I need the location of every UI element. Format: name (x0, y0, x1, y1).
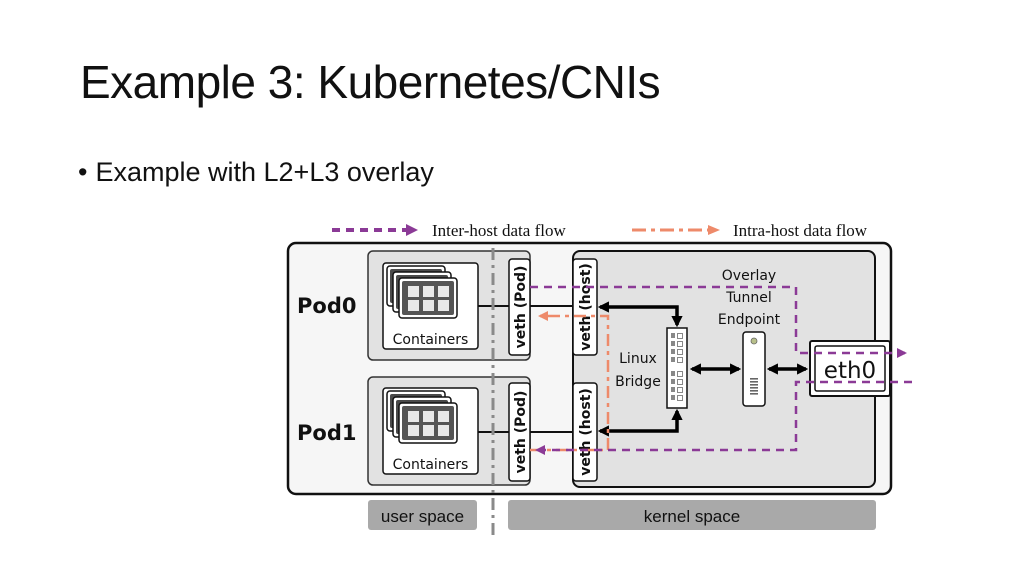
user-space-bar (368, 500, 477, 530)
pod1-veth-host-label: veth (host) (578, 388, 594, 476)
pod0-veth-pod-label: veth (Pod) (513, 266, 529, 349)
pod0-containers-label: Containers (393, 332, 469, 348)
intra-host-flow-path (530, 311, 610, 452)
kernel-space-bar (508, 500, 876, 530)
inter-host-flow-outbound (530, 285, 907, 358)
bridge-pod0-link-arrow (597, 301, 683, 328)
linux-bridge-icon (666, 327, 688, 409)
pod1-veth-pod-label: veth (Pod) (513, 391, 529, 474)
eth0-inner-box (814, 345, 886, 392)
kernel-space-label: kernel space (644, 507, 740, 526)
eth0-label: eth0 (824, 358, 876, 384)
pod0-label: Pod0 (297, 294, 356, 318)
pod1-containers-icon (386, 390, 458, 444)
pod1-label: Pod1 (297, 421, 356, 445)
legend: Inter-host data flow Intra-host data flo… (332, 221, 868, 240)
bridge-label-2: Bridge (615, 374, 661, 390)
pod0-containers-icon (386, 265, 458, 319)
legend-inter-host-label: Inter-host data flow (432, 221, 566, 240)
tunnel-label-3: Endpoint (718, 312, 781, 328)
bridge-pod1-link-arrow (597, 408, 683, 437)
bullet-dot: • (78, 157, 88, 187)
pod0: Pod0 Containers veth (Pod) (297, 250, 531, 361)
inter-host-flow-inbound (535, 380, 912, 455)
bullet-item: •Example with L2+L3 overlay (78, 157, 434, 188)
pod1: Pod1 Containers veth (Pod) (297, 376, 531, 486)
tunnel-label-1: Overlay (722, 268, 776, 284)
slide-title: Example 3: Kubernetes/CNIs (80, 56, 661, 108)
pod0-veth-host-label: veth (host) (578, 263, 594, 351)
legend-inter-host-arrow-icon (406, 224, 418, 236)
legend-intra-host-label: Intra-host data flow (733, 221, 868, 240)
user-space-label: user space (381, 507, 464, 526)
legend-intra-host-arrow-icon (708, 225, 720, 235)
bullet-text: Example with L2+L3 overlay (95, 157, 434, 187)
tunnel-label-2: Tunnel (725, 290, 772, 306)
pod1-containers-label: Containers (393, 457, 469, 473)
tunnel-endpoint-icon (742, 331, 766, 407)
bridge-label-1: Linux (619, 351, 657, 367)
